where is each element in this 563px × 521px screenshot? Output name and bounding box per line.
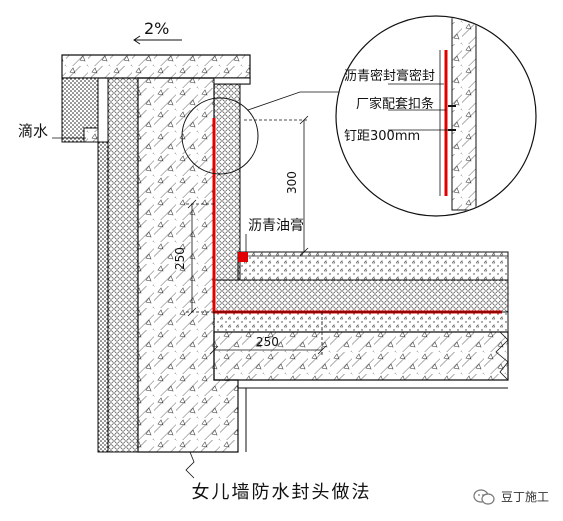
inner-parapet-insulation — [213, 83, 241, 281]
roof-layers — [185, 251, 509, 479]
leveling-layer — [213, 311, 509, 333]
dim-250-vertical-label: 250 — [173, 247, 187, 270]
asphalt-paste-label: 沥青油膏 — [248, 217, 304, 234]
parapet-structure — [61, 54, 251, 453]
asphalt-paste-marker — [238, 252, 248, 262]
strip-label: 厂家配套扣条 — [356, 96, 434, 112]
roof-insulation — [213, 279, 509, 313]
coping-cap — [61, 54, 251, 79]
inner-coping-lip — [213, 77, 251, 85]
outer-insulation — [107, 77, 139, 453]
wechat-icon — [473, 488, 495, 505]
watermark-text: 豆丁施工 — [500, 490, 549, 504]
break-line-right — [495, 331, 509, 381]
protective-screed — [237, 251, 509, 281]
watermark: 豆丁施工 — [473, 488, 549, 505]
slope-label: 2% — [144, 19, 169, 38]
drip-label: 滴水 — [18, 122, 48, 140]
roof-slab — [213, 331, 509, 381]
break-line-bottom — [185, 451, 195, 479]
drip-edge — [83, 127, 99, 143]
height-300-label: 300 — [285, 171, 299, 194]
dim-250-horizontal-label: 250 — [256, 335, 279, 349]
seal-label: 沥青密封膏密封 — [344, 68, 435, 84]
outer-plaster — [97, 141, 109, 453]
diagram-caption: 女儿墙防水封头做法 — [191, 482, 372, 503]
callout-source-circle — [181, 97, 259, 175]
nail-spacing-label: 钉距300mm — [344, 129, 420, 144]
